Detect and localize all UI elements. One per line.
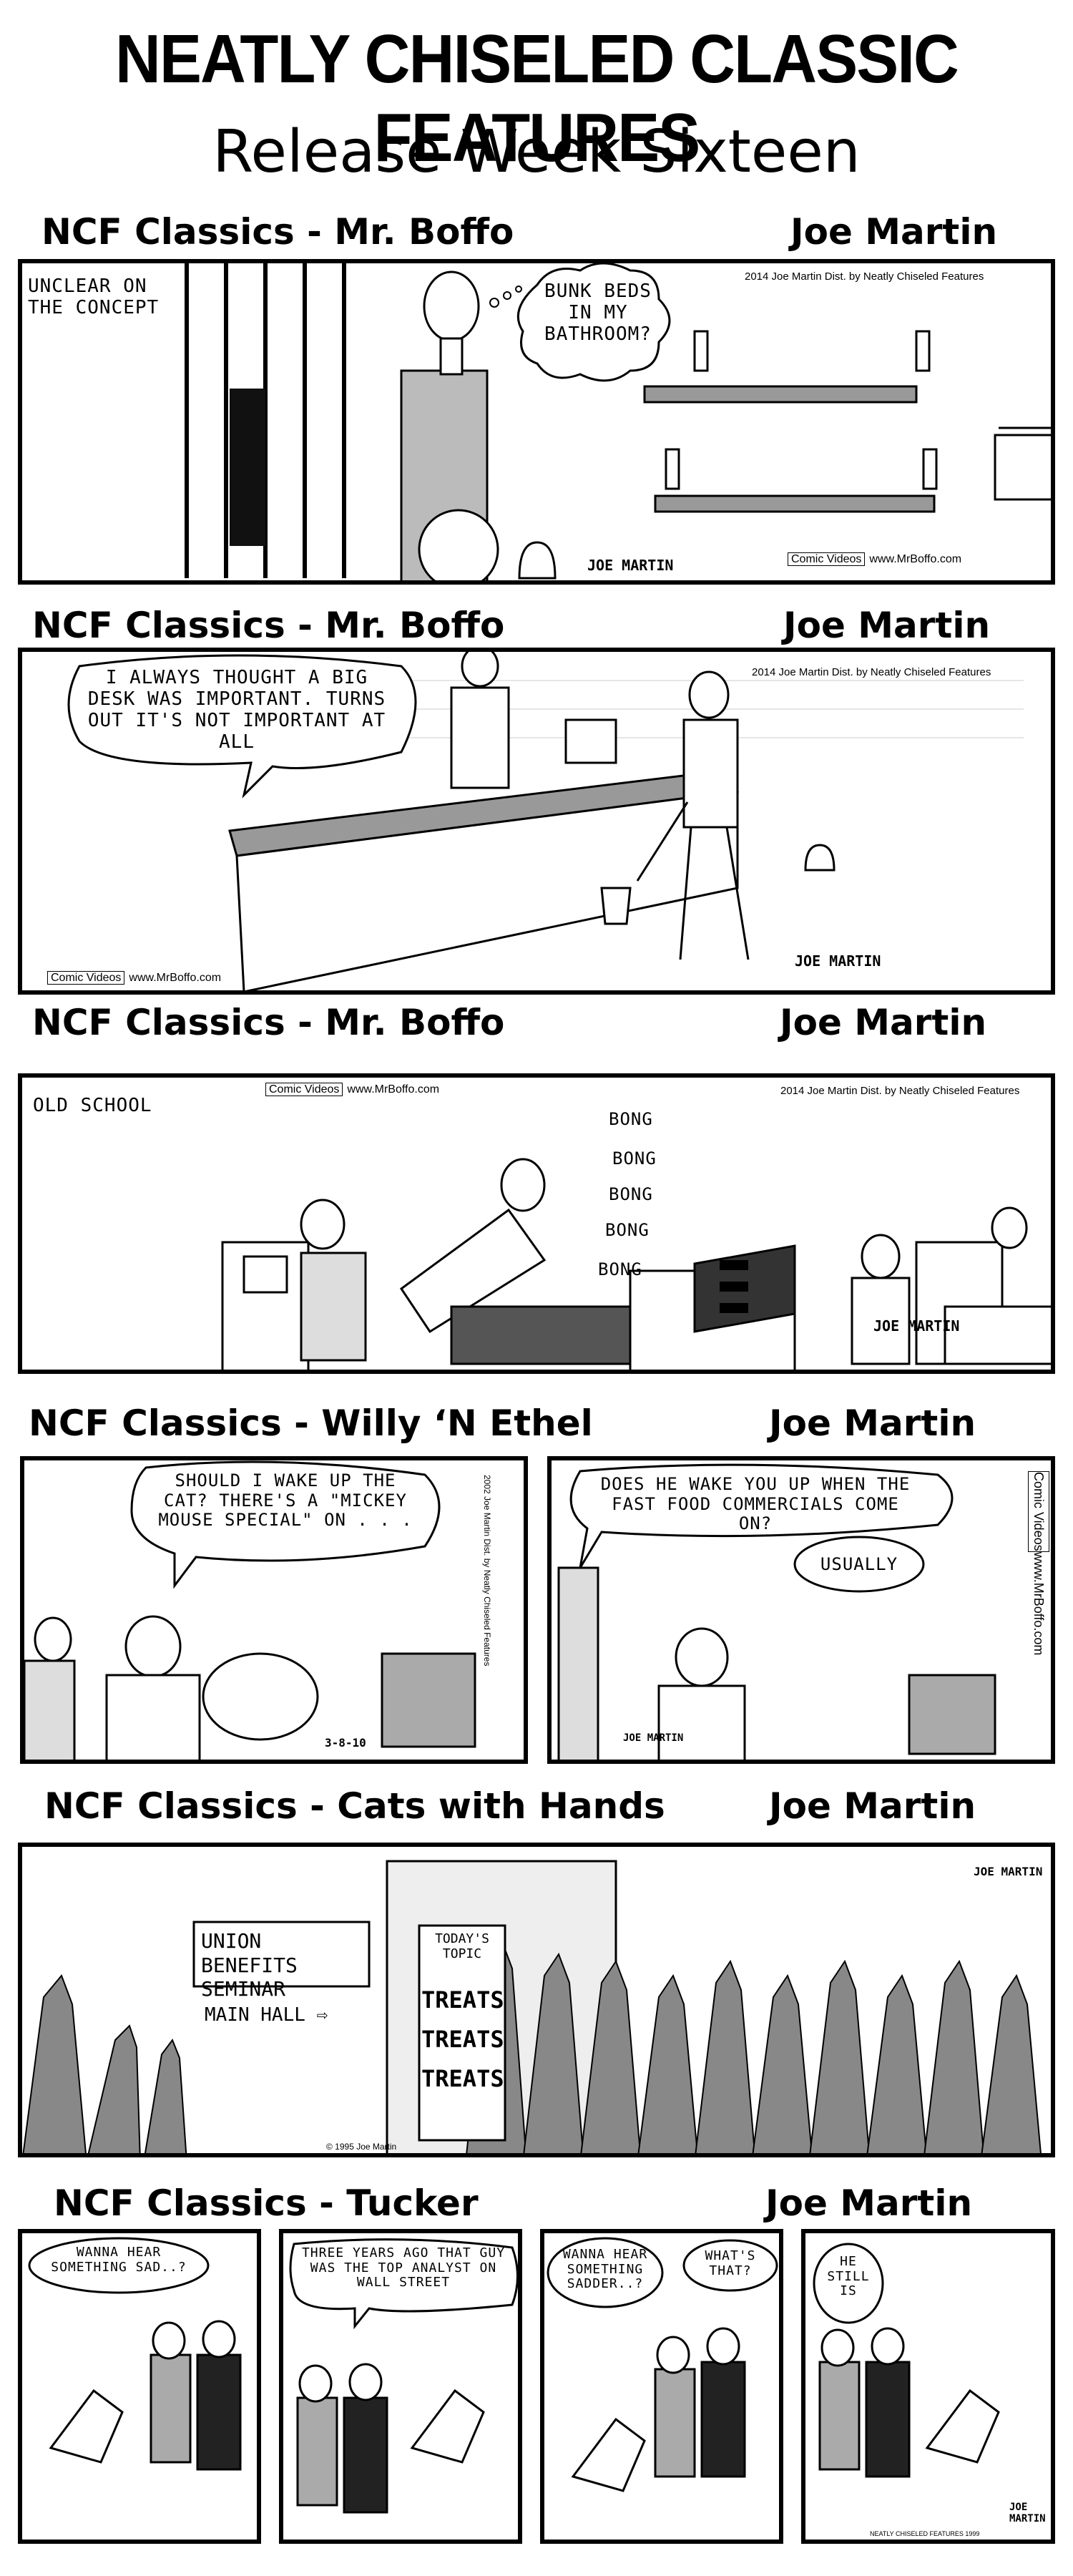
strip-6-panel-3-drawing [547, 2237, 778, 2492]
strip-6-panel-1-drawing [28, 2237, 242, 2471]
comic-videos-box: Comic Videos [788, 552, 866, 566]
strip-3-copyright: 2014 Joe Martin Dist. by Neatly Chiseled… [780, 1085, 1020, 1097]
comic-videos-box: Comic Videos [265, 1083, 343, 1096]
strip-1-panel: UNCLEAR ON THE CONCEPT BUNK BEDS IN MY B… [18, 259, 1055, 585]
strip-6-balloon-4: HE STILL IS [827, 2254, 870, 2299]
strip-5-title: NCF Classics - Cats with Hands [44, 1785, 665, 1827]
site-url: www.MrBoffo.com [347, 1083, 440, 1096]
strip-3-caption: OLD SCHOOL [33, 1095, 152, 1116]
strip-4-date: 3-8-10 [325, 1736, 366, 1750]
board-line-3: TREATS [421, 2065, 504, 2092]
strip-1-copyright: 2014 Joe Martin Dist. by Neatly Chiseled… [745, 270, 984, 283]
strip-3-author: Joe Martin [780, 1002, 987, 1043]
strip-4-balloon-2: DOES HE WAKE YOU UP WHEN THE FAST FOOD C… [600, 1474, 911, 1534]
strip-3-sound-5: BONG [598, 1259, 642, 1279]
strip-2-tag: Comic Videos www.MrBoffo.com [47, 971, 222, 985]
strip-4-vertical-copyright: 2002 Joe Martin Dist. by Neatly Chiseled… [482, 1475, 492, 1667]
strip-5-drawing [22, 1860, 1042, 2153]
site-url: www.MrBoffo.com [1032, 1551, 1046, 1656]
strip-6-balloon-3a: WANNA HEAR SOMETHING SADDER..? [562, 2247, 648, 2292]
strip-1-signature: JOE MARTIN [587, 557, 674, 574]
site-url: www.MrBoffo.com [129, 972, 222, 984]
strip-6-balloon-2: THREE YEARS AGO THAT GUY WAS THE TOP ANA… [301, 2245, 506, 2290]
strip-2-panel: I ALWAYS THOUGHT A BIG DESK WAS IMPORTAN… [18, 648, 1055, 995]
strip-6-panel-2: THREE YEARS AGO THAT GUY WAS THE TOP ANA… [279, 2229, 522, 2544]
strip-2-balloon: I ALWAYS THOUGHT A BIG DESK WAS IMPORTAN… [87, 667, 386, 753]
strip-6-balloon-3b: WHAT'S THAT? [705, 2248, 756, 2278]
strip-4-vertical-tag: Comic Videoswww.MrBoffo.com [1028, 1471, 1049, 1656]
strip-2-drawing [67, 652, 1031, 990]
strip-1-title: NCF Classics - Mr. Boffo [41, 211, 514, 253]
strip-6-title: NCF Classics - Tucker [54, 2182, 479, 2224]
strip-3-sound-3: BONG [609, 1184, 653, 1204]
strip-4-panel-2: DOES HE WAKE YOU UP WHEN THE FAST FOOD C… [547, 1456, 1055, 1764]
strip-1-drawing [185, 263, 1051, 580]
page-title: NEATLY CHISELED CLASSIC FEATURES [114, 21, 959, 176]
strip-6-panel-3: WANNA HEAR SOMETHING SADDER..? WHAT'S TH… [540, 2229, 783, 2544]
strip-4-author: Joe Martin [769, 1402, 976, 1444]
strip-4-balloon-1: SHOULD I WAKE UP THE CAT? THERE'S A "MIC… [158, 1470, 413, 1531]
strip-3-panel: OLD SCHOOL BONG BONG BONG BONG BONG 2014… [18, 1073, 1055, 1374]
board-line-2: TREATS [421, 2026, 504, 2053]
strip-6-panel-4-drawing [813, 2243, 1000, 2478]
strip-3-sound-4: BONG [605, 1220, 650, 1240]
strip-3-sound-1: BONG [609, 1109, 653, 1129]
strip-2-signature: JOE MARTIN [795, 952, 881, 970]
board-header: TODAY'S TOPIC [435, 1931, 489, 1961]
strip-6-panel-2-drawing [289, 2238, 518, 2514]
comic-videos-box: Comic Videos [47, 971, 125, 985]
strip-5-author: Joe Martin [769, 1785, 976, 1827]
strip-6-panel-1: WANNA HEAR SOMETHING SAD..? [18, 2229, 261, 2544]
strip-4-signature: JOE MARTIN [623, 1732, 684, 1744]
board-line-1: TREATS [421, 1986, 504, 2014]
strip-5-signature: JOE MARTIN [974, 1865, 1043, 1878]
strip-1-author: Joe Martin [790, 211, 998, 253]
strip-6-panel-4: HE STILL IS NEATLY CHISELED FEATURES 199… [801, 2229, 1055, 2544]
strip-6-author: Joe Martin [765, 2182, 973, 2224]
strip-3-tag: Comic Videos www.MrBoffo.com [265, 1083, 439, 1096]
strip-1-balloon: BUNK BEDS IN MY BATHROOM? [544, 280, 652, 345]
strip-5-panel: UNION BENEFITS SEMINAR MAIN HALL ⇨ TODAY… [18, 1843, 1055, 2157]
site-url: www.MrBoffo.com [869, 553, 962, 565]
strip-5-copyright: © 1995 Joe Martin [326, 2142, 397, 2152]
seminar-sign: UNION BENEFITS SEMINAR [201, 1929, 298, 2001]
page-subtitle: Release Week Sixteen [212, 118, 861, 186]
strip-4-title: NCF Classics - Willy ‘N Ethel [29, 1402, 593, 1444]
strip-3-sound-2: BONG [612, 1148, 657, 1169]
strip-6-balloon-1: WANNA HEAR SOMETHING SAD..? [51, 2245, 187, 2275]
strip-6-signature: JOE MARTIN [1009, 2502, 1046, 2524]
strip-3-signature: JOE MARTIN [873, 1317, 960, 1335]
strip-3-title: NCF Classics - Mr. Boffo [32, 1002, 505, 1043]
strip-1-caption: UNCLEAR ON THE CONCEPT [28, 275, 160, 318]
strip-2-author: Joe Martin [783, 605, 991, 646]
strip-4-panel-2-drawing [557, 1463, 996, 1760]
strip-2-copyright: 2014 Joe Martin Dist. by Neatly Chiseled… [752, 666, 991, 678]
strip-6-copyright: NEATLY CHISELED FEATURES 1999 [870, 2530, 980, 2537]
strip-4-balloon-3: USUALLY [820, 1554, 898, 1574]
strip-3-drawing [221, 1158, 1051, 1370]
strip-4-panel-1: SHOULD I WAKE UP THE CAT? THERE'S A "MIC… [20, 1456, 528, 1764]
strip-2-title: NCF Classics - Mr. Boffo [32, 605, 505, 646]
main-hall-sign: MAIN HALL ⇨ [205, 2004, 328, 2026]
comic-videos-box: Comic Videos [1028, 1471, 1049, 1552]
strip-4-panel-1-drawing [24, 1460, 476, 1760]
